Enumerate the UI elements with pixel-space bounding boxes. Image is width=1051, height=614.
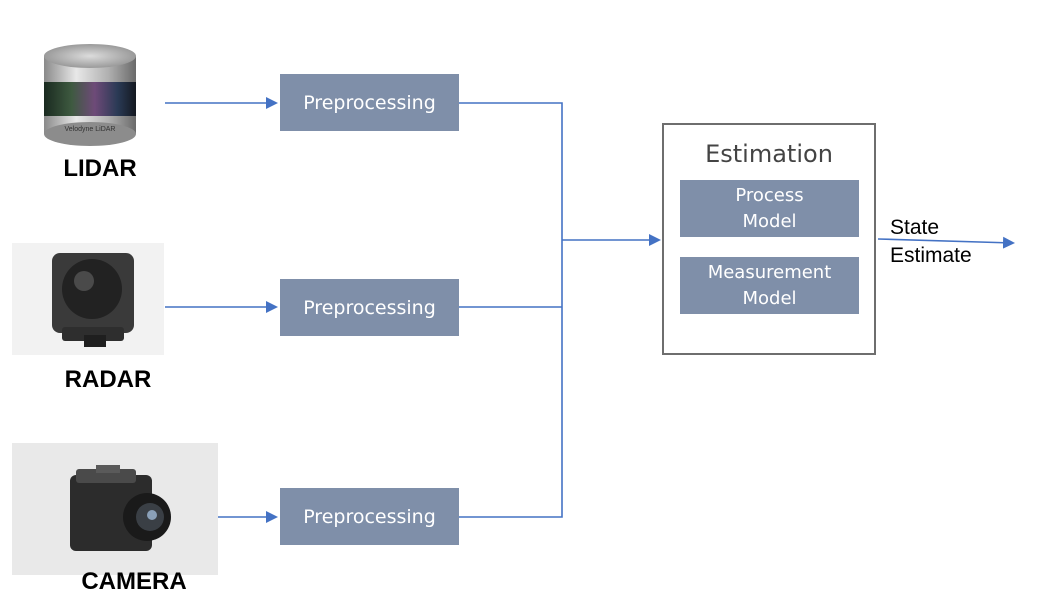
radar-label: RADAR bbox=[64, 366, 152, 393]
lidar-brand-text: Velodyne LiDAR bbox=[65, 126, 116, 133]
preprocessing-1-connector bbox=[459, 102, 563, 240]
preprocessing-block-radar: Preprocessing bbox=[280, 279, 459, 336]
preprocessing-block-lidar: Preprocessing bbox=[280, 74, 459, 131]
camera-label: CAMERA bbox=[81, 568, 187, 595]
lidar-sensor-icon: Velodyne LiDAR bbox=[44, 44, 136, 146]
state-estimate-output-arrow bbox=[877, 236, 1015, 249]
preprocessing-block-camera: Preprocessing bbox=[280, 488, 459, 545]
radar-sensor-icon bbox=[12, 243, 164, 355]
lidar-label: LIDAR bbox=[63, 155, 137, 182]
measurement-model-block: Measurement Model bbox=[680, 257, 859, 314]
estimation-block: Estimation Process Model Measurement Mod… bbox=[662, 123, 876, 355]
state-estimate-label: State Estimate bbox=[890, 216, 972, 267]
preprocessing-3-connector bbox=[459, 240, 563, 518]
camera-sensor-icon bbox=[12, 443, 218, 575]
estimation-title: Estimation bbox=[705, 140, 833, 168]
process-model-block: Process Model bbox=[680, 180, 859, 237]
